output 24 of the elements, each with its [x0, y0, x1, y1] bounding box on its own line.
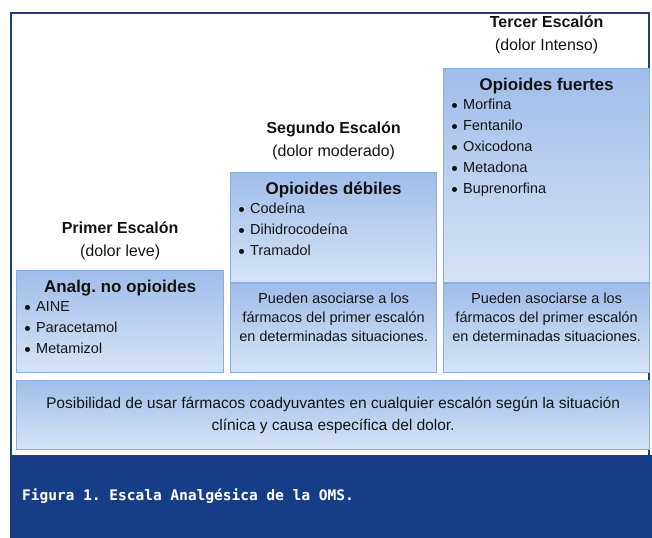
drug-list-item: Paracetamol: [36, 319, 118, 338]
drug-list-item: Fentanilo: [463, 117, 523, 136]
drug-list-item: Oxicodona: [463, 138, 532, 157]
drug-list-item: Tramadol: [250, 242, 311, 261]
drug-list-item: Metamizol: [36, 340, 102, 359]
drug-list-item: AINE: [36, 298, 70, 317]
drug-list-item: Codeína: [250, 200, 305, 219]
drug-list-item: Metadona: [463, 159, 528, 178]
note-text: Posibilidad de usar fármacos coadyuvantes en cualquier escalón según la situación clínica y causa específica del dolor.: [45, 394, 621, 436]
step-heading: Tercer Escalón: [488, 14, 604, 32]
pain-level-label: (dolor leve): [78, 243, 162, 261]
drug-list-item: Morfina: [463, 96, 512, 115]
figure-caption: Figura 1. Escala Analgésica de la OMS.: [22, 488, 354, 504]
drug-group-title: Opioides fuertes: [478, 75, 615, 95]
note-text: Pueden asociarse a los fármacos del primer escalón en determinadas situaciones.: [451, 290, 642, 347]
step-heading: Primer Escalón: [60, 220, 180, 238]
drug-group-title: Opioides débiles: [264, 179, 403, 199]
step-heading: Segundo Escalón: [265, 120, 402, 138]
pain-level-label: (dolor Intenso): [494, 37, 600, 55]
note-text: Pueden asociarse a los fármacos del primer escalón en determinadas situaciones.: [238, 290, 429, 347]
drug-list-item: Dihidrocodeína: [250, 221, 348, 240]
drug-group-title: Analg. no opioides: [42, 277, 198, 297]
drug-list-item: Buprenorfina: [463, 180, 546, 199]
pain-level-label: (dolor moderado): [271, 143, 396, 161]
